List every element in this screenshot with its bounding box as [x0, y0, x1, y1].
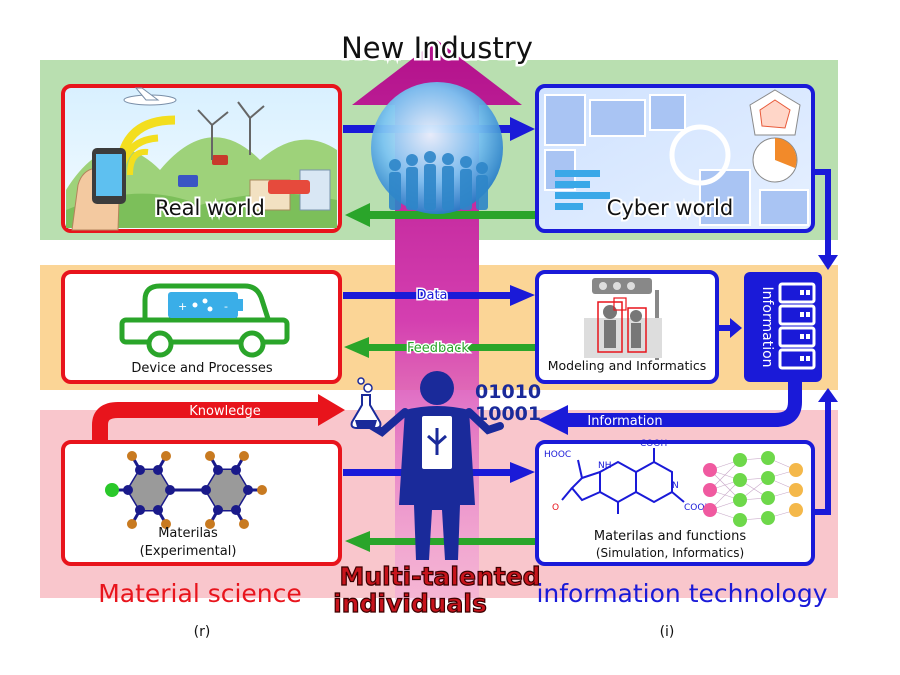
neural-network-icon	[703, 451, 803, 527]
label-nh: NH	[598, 461, 612, 471]
arrow-simulation-to-information	[815, 388, 838, 515]
panel-device-processes: + - Device and Processes	[61, 270, 342, 384]
pedestrian-detection-icon	[584, 297, 662, 358]
new-industry-arrow	[352, 40, 522, 600]
smartphone-hand-icon	[71, 148, 126, 231]
radar-chart-icon	[749, 89, 801, 136]
panel-modeling-informatics: Modeling and Informatics	[535, 270, 719, 384]
flask-icon	[350, 377, 382, 429]
arrow-cyber-to-real	[345, 203, 535, 227]
arrow-data	[343, 285, 535, 306]
label-device-processes: Device and Processes	[131, 361, 272, 376]
label-feedback: Feedback	[407, 341, 469, 356]
binary-line-1: 01010	[475, 381, 541, 403]
label-materials-experimental-2: (Experimental)	[140, 544, 237, 559]
arrow-cyber-to-information	[815, 169, 838, 270]
panel-materials-experimental: Materilas (Experimental)	[61, 440, 342, 566]
label-information-technology: information technology	[536, 579, 827, 608]
arrow-information-to-person	[538, 382, 802, 435]
airplane-icon	[123, 87, 177, 106]
label-i: (i)	[660, 624, 675, 640]
arrow-knowledge	[92, 394, 345, 442]
label-cooh-bottom: COOH	[684, 503, 711, 513]
globe-with-people	[371, 82, 503, 214]
label-materials-simulation-1: Materilas and functions	[594, 529, 746, 544]
pie-chart-icon	[752, 137, 798, 183]
panel-cyber-world: Cyber world	[535, 84, 815, 233]
label-knowledge: Knowledge	[189, 404, 260, 419]
wind-turbine-icon	[197, 101, 265, 160]
label-n: N	[672, 481, 679, 491]
svg-text:-: -	[224, 300, 228, 313]
arrow-feedback	[344, 337, 535, 358]
person-figure	[350, 371, 504, 560]
panel-materials-simulation: HOOC NH COOH N COOH O Materilas and func…	[535, 439, 815, 566]
label-information-vertical: Information	[759, 286, 775, 367]
chemical-structure-icon	[561, 448, 685, 514]
label-data: Data	[416, 288, 447, 303]
label-individuals: individuals	[333, 589, 487, 618]
car-battery-icon: + -	[119, 283, 290, 358]
information-server: Information	[744, 272, 822, 382]
label-materials-simulation-2: (Simulation, Informatics)	[596, 546, 744, 560]
label-modeling-informatics: Modeling and Informatics	[548, 358, 707, 373]
label-hooc: HOOC	[544, 450, 571, 460]
molecule-icon	[105, 451, 267, 529]
label-multi-talented: Multi-talented	[339, 562, 540, 591]
label-material-science: Material science	[98, 579, 302, 608]
label-cooh-top: COOH	[640, 439, 667, 449]
binary-line-2: 10001	[475, 403, 541, 425]
server-rack-icon	[778, 282, 816, 370]
title-new-industry: New Industry	[341, 31, 533, 65]
label-cyber-world: Cyber world	[607, 196, 733, 220]
svg-text:+: +	[178, 300, 187, 313]
label-information-arrow: Information	[587, 414, 662, 429]
arrow-modeling-to-information	[719, 318, 742, 338]
bar-chart-icon	[555, 170, 610, 210]
label-o: O	[552, 503, 559, 513]
panel-real-world: Real world	[61, 84, 342, 233]
label-r: (r)	[194, 624, 211, 640]
label-materials-experimental-1: Materilas	[158, 526, 218, 541]
label-real-world: Real world	[155, 196, 265, 220]
